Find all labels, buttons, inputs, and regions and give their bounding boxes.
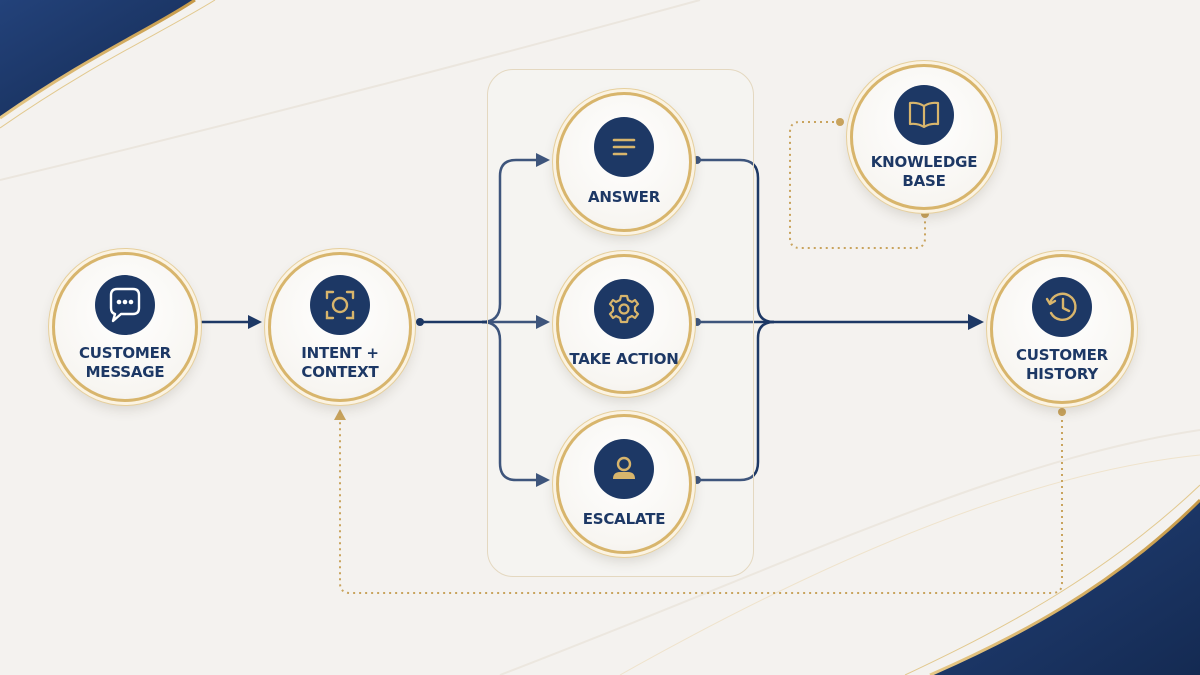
node-label: CUSTOMER HISTORY bbox=[993, 346, 1131, 384]
corner-decoration-bottom-right bbox=[904, 484, 1200, 675]
open-book-icon bbox=[894, 85, 954, 145]
connector-dot bbox=[693, 318, 701, 326]
corner-decoration-top-left bbox=[0, 0, 216, 129]
label-line: INTENT + bbox=[301, 344, 379, 362]
arrowhead bbox=[968, 314, 984, 330]
node-label: INTENT + CONTEXT bbox=[271, 344, 409, 382]
arrowhead bbox=[536, 315, 550, 329]
node-label: ANSWER bbox=[559, 188, 689, 207]
connector-dot bbox=[416, 318, 424, 326]
label-line: CUSTOMER bbox=[78, 344, 172, 362]
connector-dot bbox=[1058, 408, 1066, 416]
label-line: BASE bbox=[902, 172, 946, 190]
person-icon bbox=[594, 439, 654, 499]
background-swoosh bbox=[0, 0, 701, 181]
label-line: KNOWLEDGE bbox=[870, 153, 978, 171]
label-line: CUSTOMER bbox=[1015, 346, 1109, 364]
arrowhead bbox=[536, 153, 550, 167]
background-swoosh bbox=[499, 429, 1200, 675]
node-label: ESCALATE bbox=[559, 510, 689, 529]
node-take-action[interactable]: TAKE ACTION bbox=[556, 254, 692, 394]
node-label: KNOWLEDGE BASE bbox=[853, 153, 995, 191]
label-line: ANSWER bbox=[587, 188, 661, 206]
connector-dot bbox=[693, 476, 701, 484]
chat-bubble-icon bbox=[95, 275, 155, 335]
background-swoosh bbox=[619, 454, 1200, 675]
node-customer-history[interactable]: CUSTOMER HISTORY bbox=[990, 254, 1134, 404]
connector-knowledge-loop bbox=[789, 121, 926, 249]
connector-dot bbox=[921, 210, 929, 218]
arrowhead bbox=[536, 473, 550, 487]
connector-branches-merge bbox=[697, 158, 968, 482]
node-customer-message[interactable]: CUSTOMER MESSAGE bbox=[52, 252, 198, 402]
label-line: TAKE ACTION bbox=[569, 350, 679, 368]
node-knowledge-base[interactable]: KNOWLEDGE BASE bbox=[850, 64, 998, 210]
text-lines-icon bbox=[594, 117, 654, 177]
node-answer[interactable]: ANSWER bbox=[556, 92, 692, 232]
label-line: HISTORY bbox=[1025, 365, 1099, 383]
label-line: ESCALATE bbox=[582, 510, 666, 528]
node-label: TAKE ACTION bbox=[559, 350, 689, 369]
label-line: CONTEXT bbox=[301, 363, 379, 381]
connector-dot bbox=[836, 118, 844, 126]
gear-icon bbox=[594, 279, 654, 339]
focus-scan-icon bbox=[310, 275, 370, 335]
connector-message-to-intent bbox=[200, 315, 262, 329]
label-line: MESSAGE bbox=[85, 363, 165, 381]
node-label: CUSTOMER MESSAGE bbox=[55, 344, 195, 382]
connector-dot bbox=[693, 156, 701, 164]
node-intent-context[interactable]: INTENT + CONTEXT bbox=[268, 252, 412, 402]
node-escalate[interactable]: ESCALATE bbox=[556, 414, 692, 554]
arrowhead bbox=[334, 409, 346, 420]
history-clock-icon bbox=[1032, 277, 1092, 337]
connector-intent-branches bbox=[420, 158, 540, 482]
